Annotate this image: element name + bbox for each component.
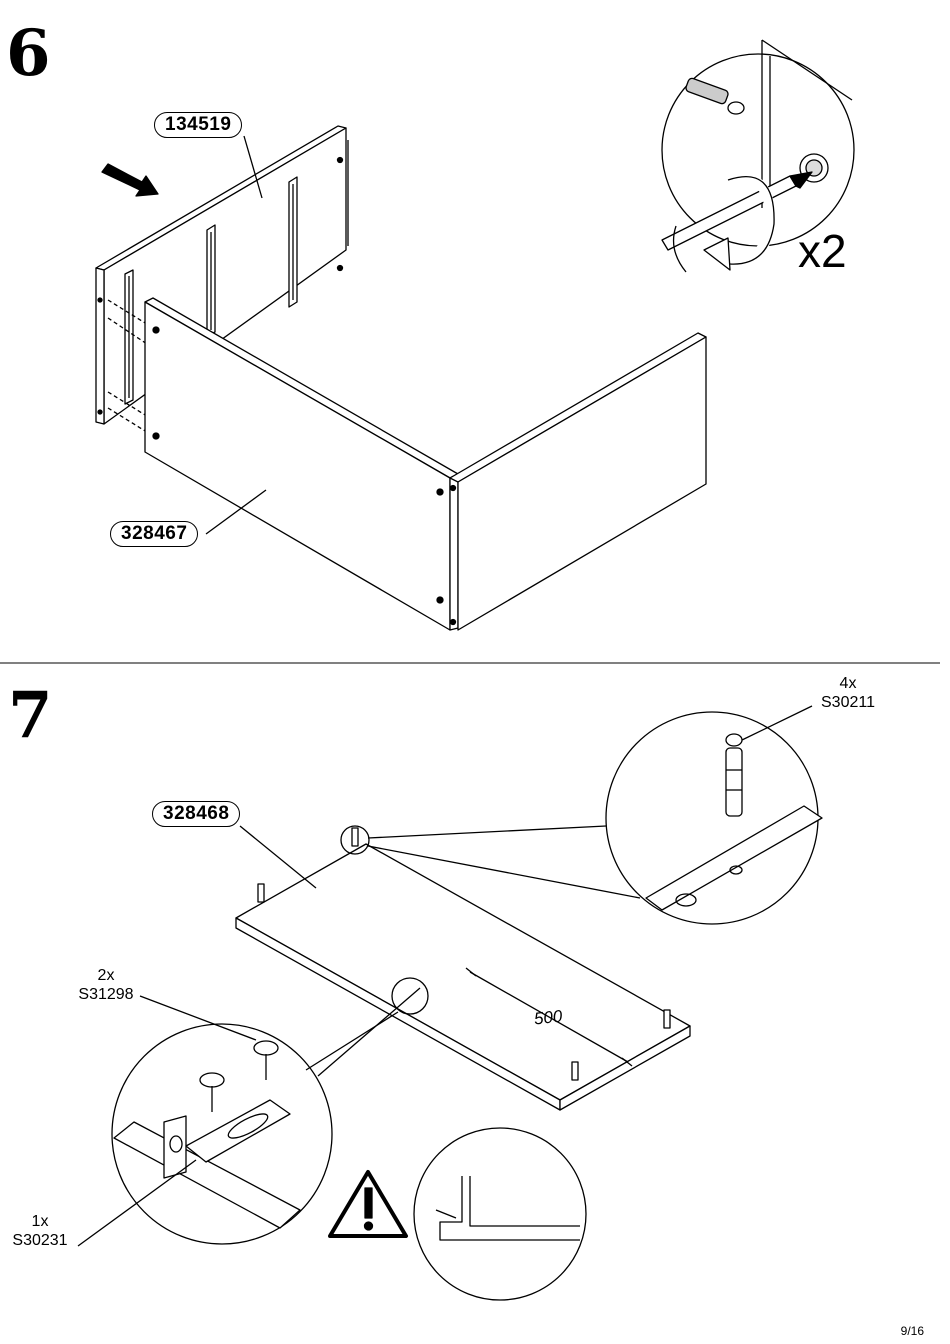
bracket-detail [77, 995, 333, 1247]
drawer-rails [124, 176, 298, 405]
bracket-quantity: 1x [31, 1213, 49, 1230]
rotation-arrow-icon [703, 172, 776, 271]
multiplier-label: x2 [798, 225, 847, 277]
dimension-line [465, 967, 633, 1067]
angle-bracket-icon [163, 1099, 291, 1179]
dowel-callout: 4x S30211 [810, 674, 886, 712]
bracket-code: S30231 [12, 1232, 68, 1250]
dowel-icon [725, 733, 743, 817]
screw-icon [199, 1040, 279, 1112]
screw-callout: 2x S31298 [70, 966, 142, 1004]
front-panel-holes [152, 326, 457, 626]
panel-dowels [257, 825, 671, 1081]
step-6-number: 6 [6, 16, 51, 91]
dowel-quantity: 4x [839, 675, 857, 692]
screw-quantity: 2x [97, 967, 115, 984]
dowel-code: S30211 [821, 694, 875, 712]
part-id-back-panel: 134519 [154, 112, 243, 138]
part-id-front-panel: 328467 [110, 521, 199, 547]
screw-code: S31298 [78, 986, 134, 1004]
warning-icon [328, 1170, 408, 1238]
part-id-bottom-panel: 328468 [152, 801, 241, 827]
step-7-number: 7 [8, 678, 53, 753]
bottom-panel-drawing [235, 843, 691, 1111]
dimension-label: 500 [533, 1006, 564, 1029]
dowel-detail [605, 705, 823, 925]
arrow-icon [101, 163, 159, 197]
back-panel-holes [97, 156, 344, 415]
assembly-dashed-lines [107, 299, 151, 435]
warning-detail [413, 1127, 587, 1301]
bracket-callout: 1x S30231 [4, 1212, 76, 1250]
side-panel-drawing [449, 332, 707, 631]
front-panel-drawing [144, 297, 459, 631]
page-number: 9/16 [900, 1324, 924, 1338]
cam-lock-detail [661, 39, 855, 273]
dowel-icon [685, 77, 745, 115]
